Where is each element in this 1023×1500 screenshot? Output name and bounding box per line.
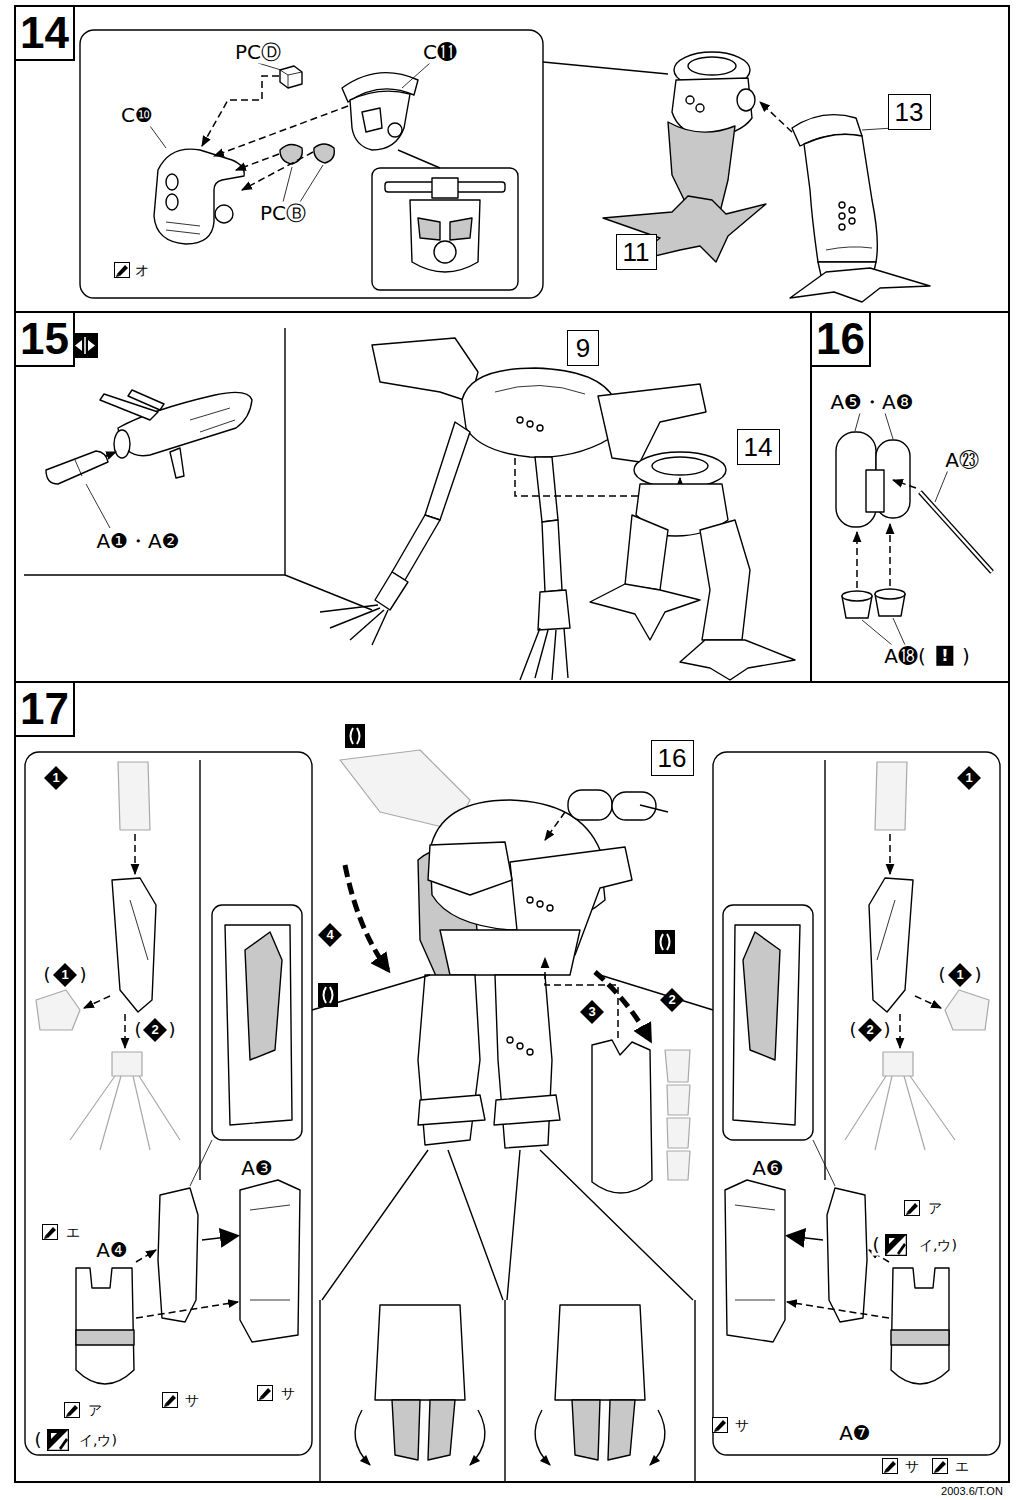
step-number: 14 bbox=[16, 7, 75, 61]
step-order-number: 1 bbox=[53, 963, 77, 987]
part-label: ) bbox=[961, 645, 971, 668]
part-label: A㉓ bbox=[944, 449, 980, 472]
step17-art bbox=[25, 724, 1000, 1483]
part-label: ( bbox=[848, 1020, 857, 1041]
step-order-number: 1 bbox=[948, 963, 972, 987]
step-panel: 16 bbox=[810, 311, 1010, 683]
step-order-number: 2 bbox=[143, 1018, 167, 1042]
part-label: C❿ bbox=[120, 104, 154, 127]
step-order-number: 1 bbox=[44, 766, 68, 790]
part-label: ( bbox=[42, 965, 51, 986]
paint-color-code: エ bbox=[65, 1224, 81, 1240]
assembly-ref-box: 16 bbox=[651, 740, 694, 776]
part-label: A❻ bbox=[751, 1157, 785, 1180]
ref-number: 14 bbox=[741, 432, 776, 462]
part-label: A❼ bbox=[838, 1422, 872, 1445]
step-order-number: 2 bbox=[660, 988, 684, 1012]
step15-art bbox=[24, 328, 795, 680]
part-label: ( bbox=[133, 1020, 142, 1041]
paint-color-code: サ bbox=[184, 1392, 200, 1408]
part-label: ) bbox=[78, 965, 87, 986]
step-number: 15 bbox=[16, 313, 75, 367]
step-order-number: 3 bbox=[580, 1000, 604, 1024]
ref-number: 13 bbox=[892, 97, 927, 127]
print-code: 2003.6/T.ON bbox=[940, 1485, 1004, 1498]
part-label: A❶・A❷ bbox=[95, 530, 180, 553]
paint-color-code: イ,ウ) bbox=[918, 1237, 958, 1253]
part-label: ( bbox=[871, 1235, 880, 1256]
ref-number: 16 bbox=[655, 743, 690, 773]
step-number: 16 bbox=[812, 313, 871, 367]
part-label: ) bbox=[167, 1020, 176, 1041]
part-label: ( bbox=[937, 965, 946, 986]
part-label: C⓫ bbox=[422, 41, 458, 64]
part-label: A❺・A❽ bbox=[829, 391, 914, 414]
caution-mark: ! bbox=[936, 646, 953, 666]
ref-number: 9 bbox=[573, 333, 593, 363]
part-label: PCⒹ bbox=[234, 41, 282, 64]
assembly-ref-box: 13 bbox=[888, 94, 931, 130]
paint-color-code: ア bbox=[87, 1402, 103, 1418]
paint-color-code: エ bbox=[954, 1458, 970, 1474]
part-label: ) bbox=[882, 1020, 891, 1041]
step-number: 17 bbox=[16, 683, 75, 737]
part-label: A❸ bbox=[240, 1157, 274, 1180]
step-panel: 14 13 11 bbox=[14, 5, 1010, 313]
step-order-number: 1 bbox=[957, 766, 981, 790]
part-label: PCⒷ bbox=[259, 202, 307, 225]
paint-color-code: サ bbox=[904, 1458, 920, 1474]
paint-color-code: ア bbox=[927, 1200, 943, 1216]
part-label: A❹ bbox=[95, 1239, 129, 1262]
step-panel: 15 9 14 bbox=[14, 311, 812, 683]
part-label: ( bbox=[33, 1430, 42, 1451]
assembly-ref-box: 9 bbox=[567, 330, 599, 366]
part-label: ) bbox=[973, 965, 982, 986]
paint-color-code: サ bbox=[280, 1385, 296, 1401]
assembly-ref-box: 14 bbox=[737, 429, 780, 465]
step-order-number: 4 bbox=[318, 923, 342, 947]
step-order-number: 2 bbox=[858, 1018, 882, 1042]
paint-color-code: オ bbox=[134, 262, 150, 278]
paint-color-code: イ,ウ) bbox=[78, 1432, 118, 1448]
paint-color-code: サ bbox=[734, 1417, 750, 1433]
step16-art bbox=[836, 413, 992, 645]
step14-art bbox=[80, 30, 930, 302]
step-panel: 1716 bbox=[14, 681, 1010, 1483]
part-label: A⓲( bbox=[883, 645, 926, 668]
ref-number: 11 bbox=[620, 237, 653, 267]
assembly-ref-box: 11 bbox=[616, 234, 657, 270]
